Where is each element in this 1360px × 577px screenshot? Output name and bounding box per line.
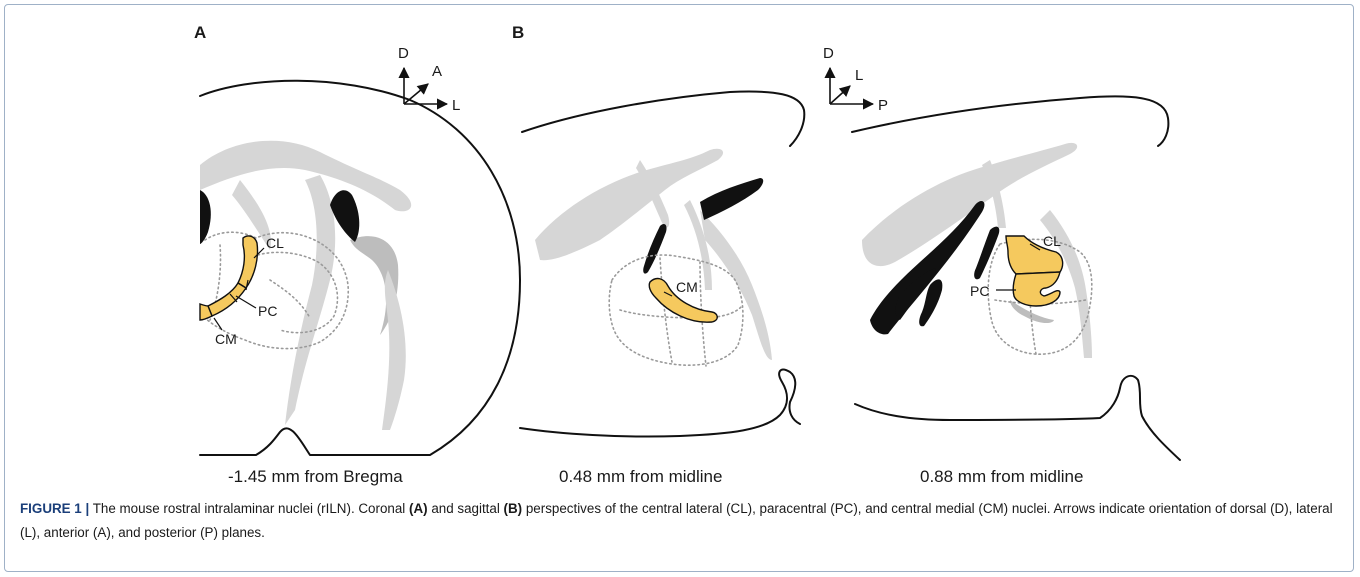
white-matter-tract xyxy=(535,149,723,260)
white-matter-tract xyxy=(382,270,406,430)
nucleus-pc xyxy=(1013,272,1060,306)
figure-illustration: A D A L CL P xyxy=(0,0,1360,500)
panel-b-orientation-arrows: D L P xyxy=(823,45,888,114)
lateral-ventricle xyxy=(200,190,211,244)
panel-b: B D L P CM 0.48 mm xyxy=(512,23,1180,486)
panel-a: A D A L CL P xyxy=(194,23,520,486)
ventral-brain-outline xyxy=(855,376,1180,460)
leader-line xyxy=(214,318,222,330)
panel-a-label: A xyxy=(194,23,206,42)
label-cm: CM xyxy=(215,331,237,347)
caption-ref-b: (B) xyxy=(504,501,523,516)
panel-b-label: B xyxy=(512,23,524,42)
sagittal-section-048: CM 0.48 mm from midline xyxy=(520,92,804,486)
cortex-surface-outline xyxy=(852,96,1168,146)
axis-label-dorsal: D xyxy=(398,45,409,62)
caption-text-1: The mouse rostral intralaminar nuclei (r… xyxy=(89,501,409,516)
axis-label-posterior: P xyxy=(878,97,888,114)
axis-label-lateral: L xyxy=(452,97,460,114)
subcaption-sagittal-048: 0.48 mm from midline xyxy=(559,467,722,486)
axis-label-dorsal: D xyxy=(823,45,834,62)
white-matter-tract xyxy=(285,175,335,425)
label-cl: CL xyxy=(1043,233,1061,249)
label-cm: CM xyxy=(676,279,698,295)
label-pc: PC xyxy=(970,283,989,299)
label-pc: PC xyxy=(258,303,277,319)
lateral-ventricle xyxy=(643,224,666,274)
axis-label-lateral: L xyxy=(855,67,863,84)
caption-ref-a: (A) xyxy=(409,501,428,516)
subcaption-coronal: -1.45 mm from Bregma xyxy=(228,467,403,486)
subcaption-sagittal-088: 0.88 mm from midline xyxy=(920,467,1083,486)
panel-a-orientation-arrows: D A L xyxy=(398,45,460,114)
white-matter-tract xyxy=(200,141,411,212)
lateral-ventricle xyxy=(700,178,763,220)
figure-caption: FIGURE 1 | The mouse rostral intralamina… xyxy=(20,497,1340,545)
nucleus-pc xyxy=(208,283,246,316)
axis-label-anterior: A xyxy=(432,63,442,80)
cortex-surface-outline xyxy=(522,92,804,146)
label-cl: CL xyxy=(266,235,284,251)
leader-line xyxy=(236,296,256,308)
caption-text-2: and sagittal xyxy=(428,501,504,516)
ventral-brain-outline xyxy=(520,370,800,437)
caption-heading: FIGURE 1 | xyxy=(20,501,89,516)
sagittal-section-088: CL PC 0.88 mm from midline xyxy=(852,96,1180,486)
